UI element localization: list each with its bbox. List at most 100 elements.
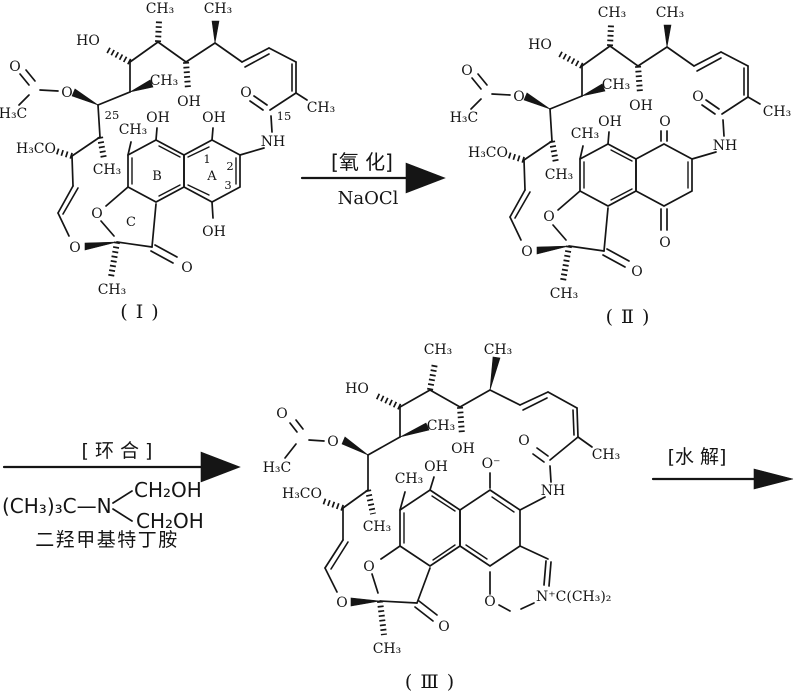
bond (547, 391, 578, 409)
bond (97, 91, 131, 106)
s2-ester-o: O (513, 89, 524, 105)
bond (324, 567, 338, 593)
structure-2-skeleton (470, 24, 761, 282)
bond (418, 600, 438, 616)
bond (549, 95, 583, 110)
s1-c22-methyl: CH₃ (146, 1, 175, 17)
s1-methoxy: H₃CO (16, 141, 56, 157)
bond (187, 184, 210, 196)
s1-furan-o: O (91, 206, 102, 222)
cyclization-reagent-name: 二羟甲基特丁胺 (35, 529, 179, 551)
bond (568, 245, 605, 252)
s3-ansa-o: O (336, 595, 347, 611)
bond (701, 104, 716, 115)
bond (158, 184, 181, 197)
s1-arene-methyl: CH₃ (119, 122, 148, 138)
wedge-bond (341, 436, 369, 456)
hash-bond (55, 148, 73, 159)
hash-bond (607, 24, 614, 47)
bond (509, 189, 526, 218)
bond (100, 220, 115, 237)
s1-ring-b-label: B (152, 169, 162, 184)
s3-furan-o: O (363, 559, 374, 575)
cyclization-label: [ 环 合 ] (82, 440, 153, 462)
oxidation-label: [氧 化] (331, 150, 393, 174)
bond (549, 465, 552, 483)
s1-num-3: 3 (224, 178, 231, 192)
bond (429, 389, 461, 408)
bond (112, 508, 133, 522)
s2-quinone-bottom-o: O (659, 235, 670, 251)
wedge-bond (663, 24, 672, 48)
bond (157, 41, 187, 63)
bond (214, 42, 243, 63)
s1-ring-c-label: C (126, 215, 136, 230)
s1-c20-methyl: CH₃ (204, 1, 233, 17)
bond (523, 140, 553, 161)
bond (572, 409, 575, 436)
bond (129, 41, 159, 63)
bond (522, 397, 548, 411)
wedge-bond (489, 356, 501, 391)
cyclization-reagent-formula: (CH₃)₃C—N (2, 494, 112, 518)
wedge-bond (129, 79, 154, 93)
bond (579, 145, 584, 160)
structure-1-caption: ( Ⅰ ) (120, 301, 159, 323)
s2-furan-o: O (543, 209, 554, 225)
s2-c23-hydroxyl: HO (528, 37, 552, 53)
wedge-bond (71, 88, 99, 106)
s3-oxazine-o: O (484, 594, 495, 610)
bond (520, 602, 535, 610)
s3-ketone-o: O (438, 619, 449, 635)
s3-ringb-hydroxyl: OH (424, 459, 448, 475)
bond (532, 453, 545, 463)
s3-acetate-carbonyl-o: O (276, 406, 287, 422)
arrowhead-right (405, 162, 446, 194)
bond (241, 47, 270, 63)
bond (477, 73, 488, 86)
bond (607, 131, 610, 145)
bond (666, 46, 695, 67)
s3-acetate-methyl: H₃C (263, 460, 292, 476)
bond (57, 185, 74, 214)
hash-bond (322, 498, 344, 511)
s1-c21-hydroxyl: OH (177, 94, 201, 110)
s1-ringb-hydroxyl: OH (146, 110, 170, 126)
s3-methoxy: H₃CO (282, 486, 322, 502)
bond (71, 136, 101, 157)
bond (284, 443, 297, 459)
bond (211, 127, 214, 141)
bond (97, 104, 101, 138)
bond (637, 46, 668, 67)
s2-amide-carbonyl-o: O (692, 89, 703, 105)
hash-bond (560, 245, 572, 282)
bond (498, 604, 511, 612)
bond (429, 476, 435, 491)
bond (721, 96, 749, 115)
hash-bond (155, 20, 162, 43)
bond (579, 143, 637, 207)
bond (380, 545, 401, 560)
hash-bond (377, 600, 387, 636)
bond (399, 389, 431, 408)
s2-c24-methyl: CH₃ (602, 77, 631, 93)
s3-iminium-group: N⁺C(CH₃)₂ (536, 589, 611, 605)
bond (519, 545, 549, 560)
bond (399, 488, 461, 568)
bond (127, 141, 132, 156)
bond (57, 212, 70, 237)
s1-c24-methyl: CH₃ (150, 73, 179, 89)
wedge-bond (84, 241, 118, 251)
bond (722, 119, 725, 137)
bond (548, 561, 552, 587)
bond (399, 491, 406, 511)
bond (635, 143, 693, 207)
s2-ringb-hydroxyl: OH (598, 114, 622, 130)
hash-bond (104, 46, 132, 65)
structure-1: O H₃C O 25 CH₃ HO CH₃ OH CH₃ O 15 CH₃ NH… (0, 1, 335, 323)
hash-bond (427, 362, 438, 391)
bond (610, 149, 633, 162)
hash-bond (97, 136, 107, 160)
wedge-bond (536, 245, 570, 255)
